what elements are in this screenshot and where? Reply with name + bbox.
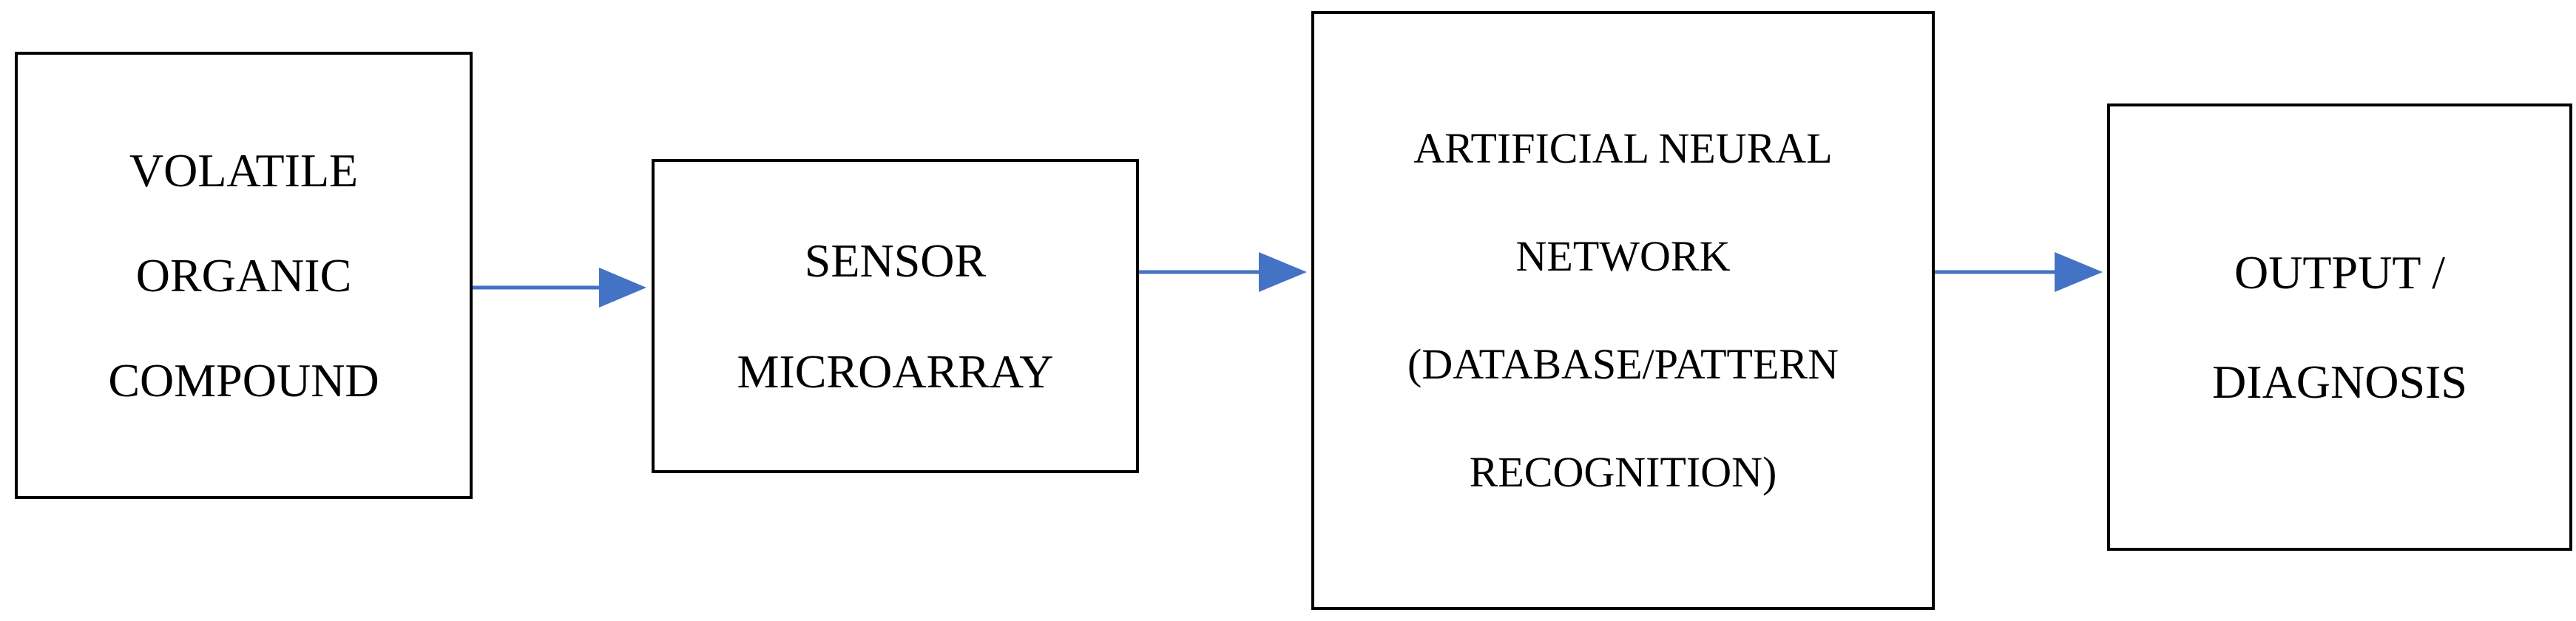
- node-label-line: OUTPUT /: [2234, 245, 2446, 299]
- node-label-line: (DATABASE/PATTERN: [1407, 340, 1839, 388]
- arrowhead: [599, 268, 646, 308]
- node-label-line: VOLATILE: [129, 143, 359, 197]
- arrow-ann-to-output: [1935, 252, 2103, 292]
- node-label-line: ORGANIC: [135, 248, 352, 302]
- node-label-line: COMPOUND: [108, 353, 379, 407]
- node-label-line: MICROARRAY: [737, 345, 1054, 398]
- node-artificial-neural-network: ARTIFICIAL NEURAL NETWORK (DATABASE/PATT…: [1311, 11, 1935, 610]
- node-label-line: ARTIFICIAL NEURAL: [1413, 124, 1833, 172]
- arrow-sensor-to-ann: [1139, 252, 1307, 292]
- node-output-diagnosis: OUTPUT / DIAGNOSIS: [2107, 104, 2572, 551]
- node-volatile-organic-compound: VOLATILE ORGANIC COMPOUND: [15, 52, 473, 499]
- node-label-line: DIAGNOSIS: [2212, 355, 2467, 408]
- node-label-line: NETWORK: [1515, 232, 1731, 280]
- arrow-voc-to-sensor: [473, 268, 646, 308]
- arrowhead: [2055, 252, 2103, 292]
- node-label-line: RECOGNITION): [1469, 448, 1777, 496]
- arrowhead: [1259, 252, 1307, 292]
- node-sensor-microarray: SENSOR MICROARRAY: [652, 159, 1139, 473]
- node-label-line: SENSOR: [804, 234, 987, 287]
